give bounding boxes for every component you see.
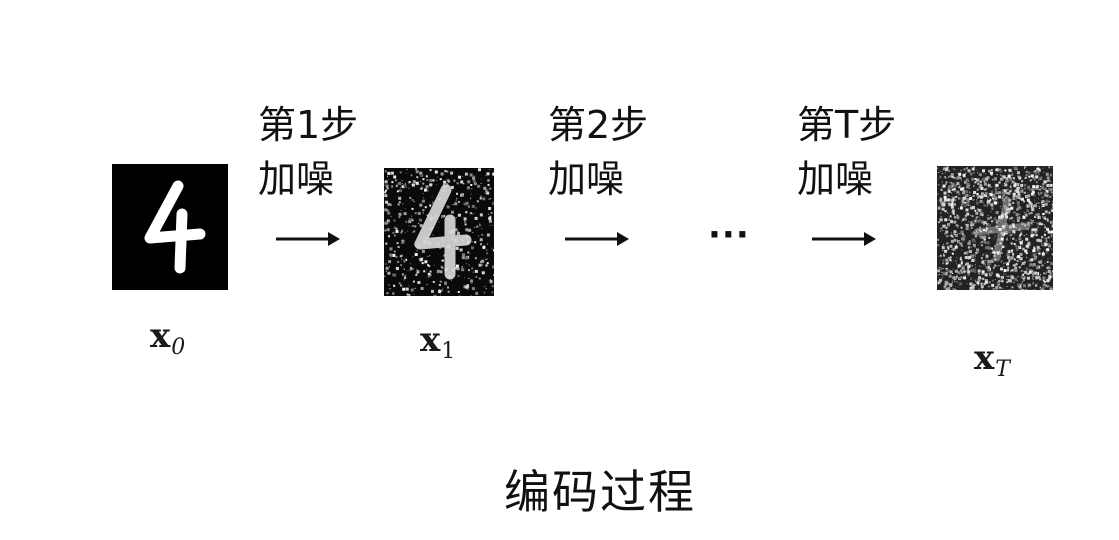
step-2-line2: 加噪 — [548, 157, 625, 201]
label-xT-var: x — [974, 338, 995, 378]
label-x1-var: x — [420, 320, 441, 360]
label-x0: x0 — [150, 316, 185, 368]
label-x0-sub: 0 — [171, 335, 186, 360]
label-x1: x1 — [420, 320, 455, 372]
arrow-icon — [810, 229, 876, 249]
label-x0-var: x — [150, 316, 171, 356]
step-1-label: 第1步 加噪 — [258, 98, 358, 206]
ellipsis: ··· — [708, 215, 750, 255]
step-2-line1: 第2步 — [548, 103, 649, 147]
step-2-label: 第2步 加噪 — [548, 98, 648, 206]
step-1-line2: 加噪 — [258, 157, 335, 201]
label-x1-sub: 1 — [441, 339, 456, 364]
step-T-line2: 加噪 — [797, 157, 874, 201]
step-T-line1: 第T步 — [797, 103, 897, 147]
label-xT: xT — [974, 338, 1010, 390]
arrow-icon — [274, 229, 340, 249]
image-x0 — [112, 164, 228, 290]
step-T-label: 第T步 加噪 — [797, 98, 896, 206]
label-xT-sub: T — [995, 357, 1010, 382]
step-1-line1: 第1步 — [258, 103, 359, 147]
diagram-caption: 编码过程 — [504, 465, 696, 519]
noise-image — [937, 166, 1053, 290]
digit-four-noisy — [384, 168, 494, 296]
arrow-icon — [563, 229, 629, 249]
image-xT — [937, 166, 1053, 290]
image-x1 — [384, 168, 494, 296]
digit-four-clean — [112, 164, 228, 290]
